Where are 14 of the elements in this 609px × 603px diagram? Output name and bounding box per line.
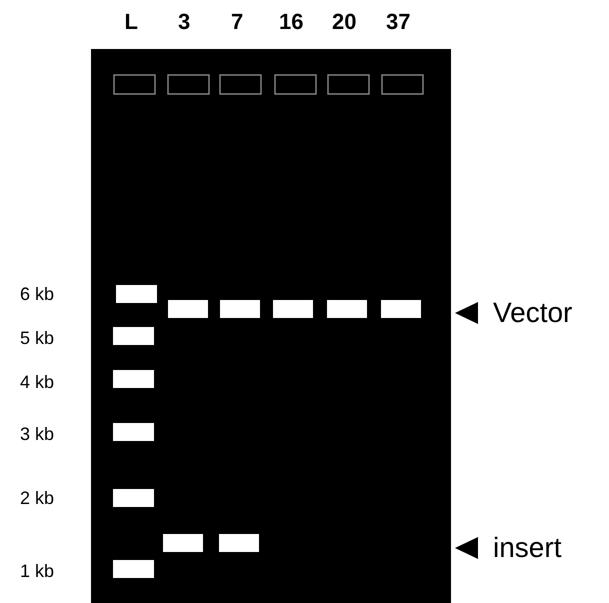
size-label: 4 kb xyxy=(20,373,54,391)
lane-label: 7 xyxy=(231,11,244,33)
size-label: 6 kb xyxy=(20,285,54,303)
band-label: Vector xyxy=(493,299,572,327)
lane-label: 16 xyxy=(279,11,304,33)
lane-label: 3 xyxy=(178,11,190,33)
band-label: insert xyxy=(493,534,562,562)
size-label: 2 kb xyxy=(20,489,54,507)
size-label: 5 kb xyxy=(20,329,54,347)
lane-label: 37 xyxy=(386,11,410,33)
lane-label: 20 xyxy=(332,11,356,33)
size-label: 3 kb xyxy=(20,425,54,443)
size-label: 1 kb xyxy=(20,562,54,580)
lane-label: L xyxy=(124,11,138,33)
